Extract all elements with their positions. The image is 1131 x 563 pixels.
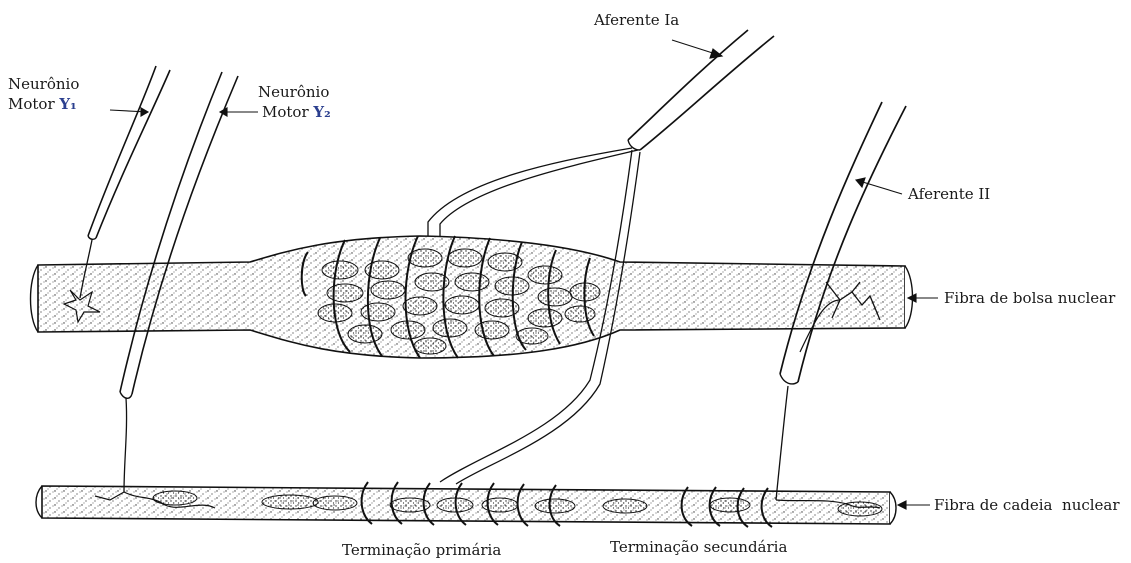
gamma1-label-line2: Motor Y₁ [8,94,79,114]
gamma1-label: Neurônio Motor Y₁ [8,74,79,114]
nuclear-chain-fiber-label: Fibra de cadeia nuclear [934,495,1120,515]
gamma2-symbol: Y₂ [313,103,330,121]
afferent-ii-label: Aferente II [908,184,990,204]
primary-ending-label: Terminação primária [342,540,501,560]
gamma2-label-line2: Motor Y₂ [258,102,331,122]
nuclear-bag-fiber-label: Fibra de bolsa nuclear [944,288,1115,308]
gamma2-label: Neurônio Motor Y₂ [258,82,331,122]
gamma1-label-prefix: Motor [8,95,59,113]
gamma1-symbol: Y₁ [59,95,76,113]
nuclear-chain-fiber [36,482,896,527]
nuclear-bag-fiber [31,236,913,358]
gamma2-label-prefix: Motor [262,103,313,121]
gamma1-label-line1: Neurônio [8,74,79,94]
gamma2-label-line1: Neurônio [258,82,331,102]
secondary-ending-label: Terminação secundária [610,537,787,557]
afferent-ia-label: Aferente Ia [594,10,679,30]
